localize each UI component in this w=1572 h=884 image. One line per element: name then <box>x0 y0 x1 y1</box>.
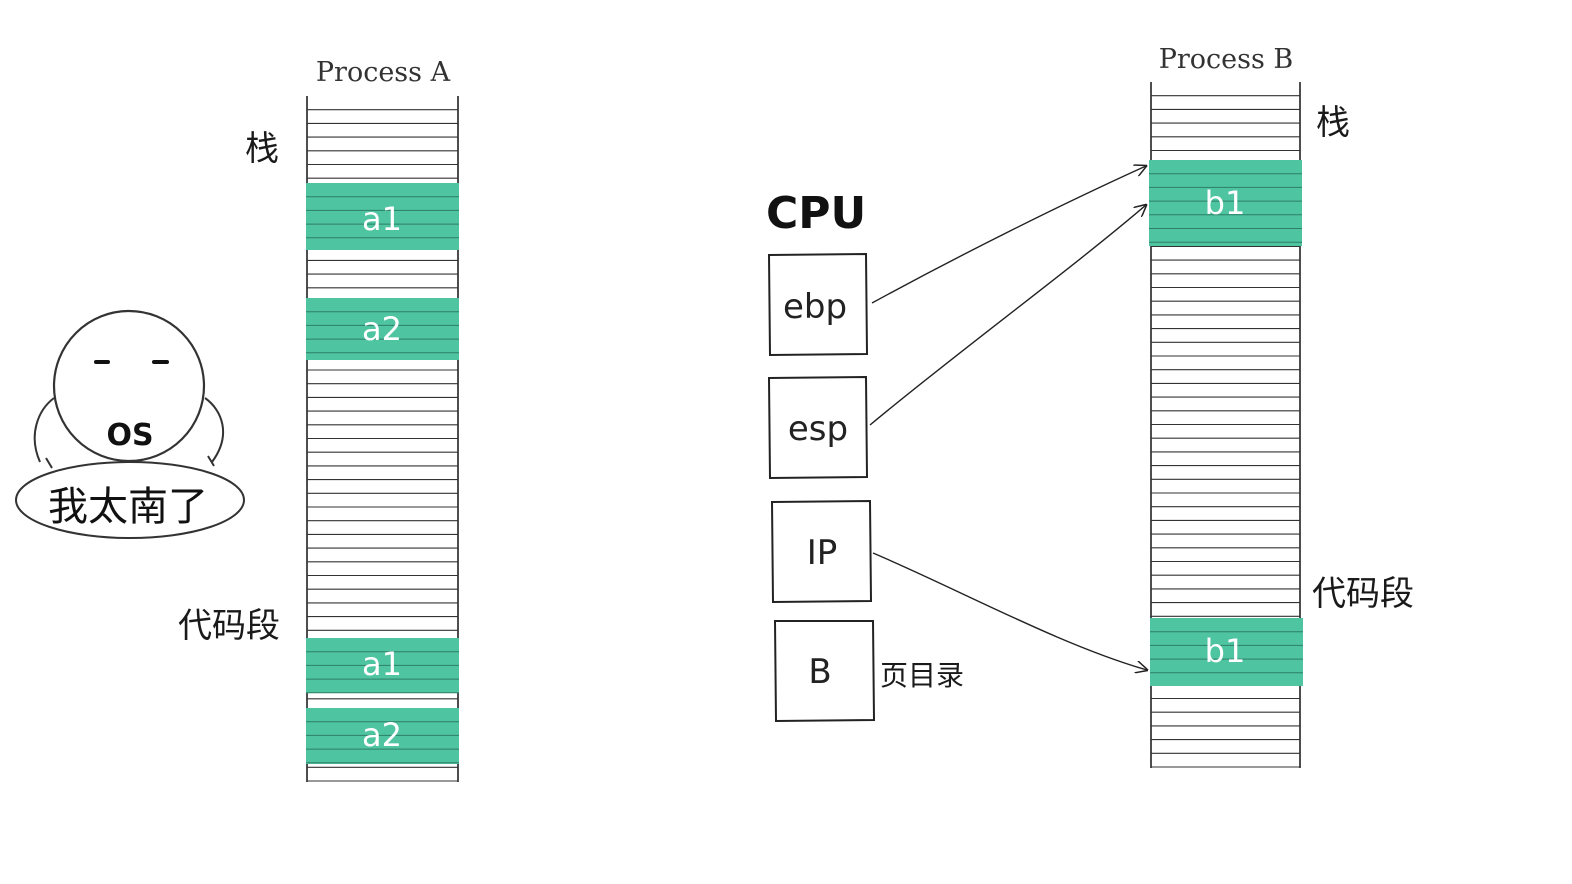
os-hands <box>45 455 215 469</box>
process-a: Process A 栈 代码段 a1 a2 a1 a2 <box>178 57 459 782</box>
register-b-label: B <box>808 652 831 692</box>
register-esp: esp <box>767 375 869 480</box>
register-esp-label: esp <box>788 409 848 449</box>
process-b: Process B 栈 代码段 b1 b1 <box>1149 44 1414 768</box>
process-b-code-block-lines <box>1150 631 1303 674</box>
process-a-stack-block-1-lines <box>306 196 459 239</box>
register-ip-label: IP <box>807 533 838 573</box>
register-b: B <box>773 620 876 723</box>
process-a-stack-block-1-fill <box>306 183 459 250</box>
os-speech: 我太南了 <box>48 484 208 530</box>
process-b-code-block: b1 <box>1150 618 1303 686</box>
ip-arrow <box>872 552 1147 670</box>
process-b-code-label: 代码段 <box>1312 574 1414 614</box>
process-a-code-block-1-lines <box>306 651 459 694</box>
process-a-stack-block-1: a1 <box>306 183 459 250</box>
process-a-title: Process A <box>316 57 451 88</box>
process-b-stack-block-lines <box>1149 173 1302 243</box>
process-a-stack-block-1-label: a1 <box>362 200 402 238</box>
cpu-title: CPU <box>766 188 866 239</box>
process-a-code-label: 代码段 <box>178 606 280 646</box>
process-a-code-block-2: a2 <box>306 708 459 764</box>
process-b-title: Process B <box>1159 44 1294 75</box>
cpu: CPU ebp esp IP B 页目录 <box>766 166 1147 723</box>
process-b-stack-block-fill <box>1149 160 1302 246</box>
process-a-code-block-1-label: a1 <box>362 645 402 683</box>
page-directory-label: 页目录 <box>880 659 964 692</box>
process-a-code-block-2-lines <box>306 721 459 764</box>
os-head <box>52 309 206 463</box>
register-ebp-label: ebp <box>783 287 847 327</box>
process-a-stack-label: 栈 <box>245 129 279 169</box>
esp-arrow <box>869 205 1146 426</box>
os-character: OS 我太南了 <box>15 309 245 539</box>
register-ebp: ebp <box>767 252 869 357</box>
register-ip: IP <box>770 499 873 604</box>
process-b-stack-label: 栈 <box>1316 103 1350 143</box>
register-ebp-box <box>767 252 869 357</box>
process-b-stack-block-label: b1 <box>1205 184 1246 222</box>
process-b-code-block-label: b1 <box>1205 632 1246 670</box>
process-a-code-block-1: a1 <box>306 638 459 694</box>
process-a-code-block-2-label: a2 <box>362 716 402 754</box>
register-ip-box <box>770 499 873 604</box>
process-b-code-block-fill <box>1150 618 1303 686</box>
process-b-stack-block: b1 <box>1149 160 1302 246</box>
process-a-stack-block-2-fill <box>306 298 459 360</box>
ebp-arrow <box>871 166 1146 304</box>
process-a-stack-block-2-label: a2 <box>362 310 402 348</box>
register-esp-box <box>767 375 869 480</box>
process-a-stack-block-2: a2 <box>306 298 459 360</box>
process-a-code-block-2-fill <box>306 708 459 764</box>
register-b-box <box>773 620 876 723</box>
os-label: OS <box>106 418 153 453</box>
process-a-stack-block-2-lines <box>306 311 459 354</box>
os-arms <box>33 397 225 463</box>
